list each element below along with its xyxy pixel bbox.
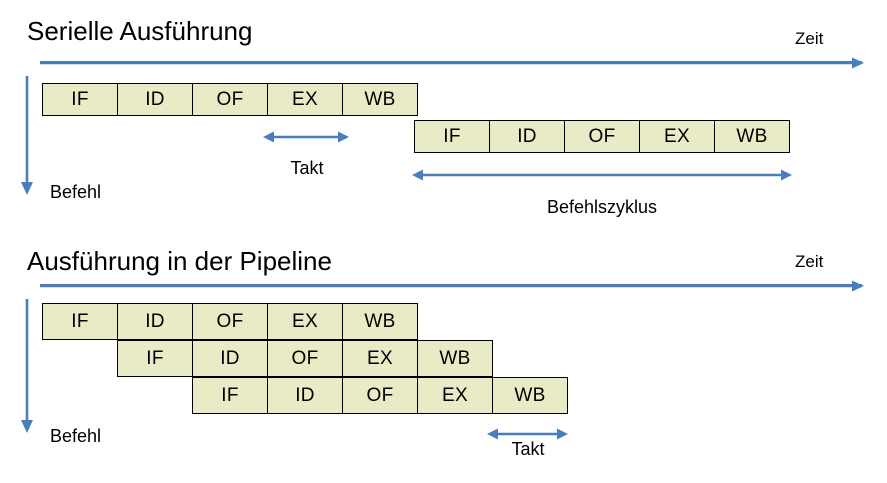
pipeline-time-axis-arrow (40, 280, 864, 292)
stage-box: ID (192, 340, 268, 377)
stage-box: ID (267, 377, 343, 414)
stage-box: OF (267, 340, 343, 377)
stage-box: EX (342, 340, 418, 377)
serial-instruction-cycle-measure-label: Befehlszyklus (546, 197, 658, 217)
stage-box: WB (714, 120, 790, 153)
stage-box: WB (342, 83, 418, 116)
pipeline-instruction-axis-label: Befehl (50, 426, 102, 446)
serial-time-axis-arrow (40, 57, 864, 69)
serial-instruction-cycle-measure-arrow (412, 169, 792, 181)
stage-box: IF (42, 303, 118, 340)
stage-box: IF (117, 340, 193, 377)
stage-box: IF (192, 377, 268, 414)
stage-box: EX (639, 120, 715, 153)
stage-box: EX (267, 83, 343, 116)
serial-section-title: Serielle Ausführung (27, 16, 253, 46)
stage-box: EX (417, 377, 493, 414)
pipeline-time-axis-label: Zeit (795, 252, 824, 271)
serial-instruction-axis-arrow (21, 76, 33, 195)
stage-box: IF (414, 120, 490, 153)
pipeline-clock-measure-label: Takt (511, 439, 545, 459)
stage-box: OF (192, 303, 268, 340)
serial-clock-measure-arrow (263, 131, 349, 143)
pipeline-section-title: Ausführung in der Pipeline (27, 246, 332, 276)
stage-box: WB (342, 303, 418, 340)
stage-box: WB (417, 340, 493, 377)
serial-instruction-axis-label: Befehl (50, 182, 102, 202)
stage-box: EX (267, 303, 343, 340)
pipeline-clock-measure-arrow (487, 428, 568, 440)
serial-clock-measure-label: Takt (290, 158, 324, 178)
stage-box: ID (117, 83, 193, 116)
stage-box: OF (192, 83, 268, 116)
pipeline-instruction-axis-arrow (21, 299, 33, 433)
stage-box: OF (564, 120, 640, 153)
stage-box: ID (117, 303, 193, 340)
stage-box: IF (42, 83, 118, 116)
stage-box: WB (492, 377, 568, 414)
stage-box: ID (489, 120, 565, 153)
serial-time-axis-label: Zeit (795, 29, 824, 48)
stage-box: OF (342, 377, 418, 414)
